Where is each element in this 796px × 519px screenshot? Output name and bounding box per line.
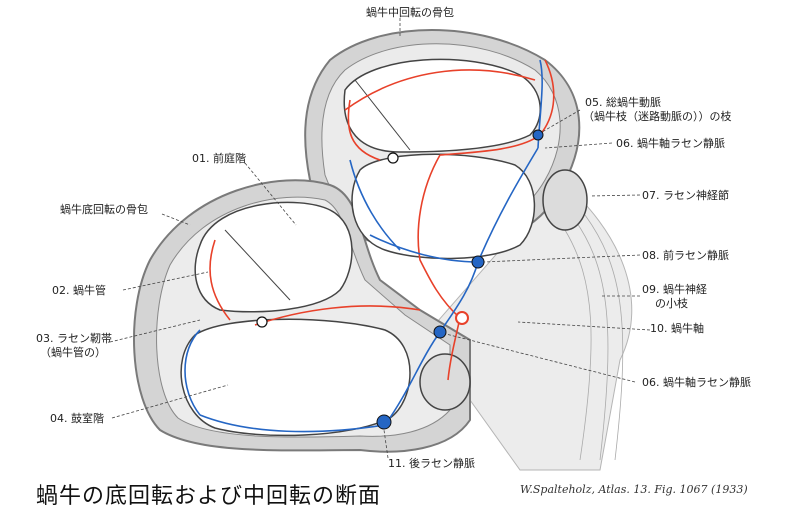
label-spiral-ganglion: 07. ラセン神経節 <box>642 189 729 202</box>
vein-node-1 <box>532 129 544 141</box>
label-spiral-ligament-line2: （蝸牛管の） <box>40 346 106 359</box>
vein-node-3 <box>433 325 447 339</box>
label-nerve-line1: 09. 蝸牛神経 <box>642 283 707 296</box>
label-mid-turn-capsule: 蝸牛中回転の骨包 <box>366 6 454 19</box>
middle-scala-tympani <box>351 153 536 260</box>
basal-scala-tympani <box>180 318 411 437</box>
membrane-node-1 <box>387 152 399 164</box>
label-artery-line2: （蝸牛枝（迷路動脈の））の枝 <box>583 110 732 123</box>
leader-lines <box>109 18 651 459</box>
label-anterior-spiral-vein: 08. 前ラセン静脈 <box>642 249 729 262</box>
figure-title: 蝸牛の底回転および中回転の断面 <box>36 484 382 509</box>
label-nerve-line2: の小枝 <box>655 297 688 310</box>
spiral-ganglion-basal <box>419 353 471 411</box>
artery-node-1 <box>455 311 469 325</box>
reissner-membrane-middle <box>354 79 411 151</box>
vein-node-2 <box>471 255 485 269</box>
artery-paths <box>209 59 555 381</box>
label-basal-turn-capsule: 蝸牛底回転の骨包 <box>60 203 148 216</box>
label-modiolus: 10. 蝸牛軸 <box>650 322 704 335</box>
modiolus-nerve-fan <box>429 179 633 471</box>
vein-node-4 <box>376 414 392 430</box>
label-posterior-spiral-vein: 11. 後ラセン静脈 <box>388 457 475 470</box>
label-modiolar-vein-top: 06. 蝸牛軸ラセン静脈 <box>616 137 725 150</box>
label-modiolar-vein-bottom: 06. 蝸牛軸ラセン静脈 <box>642 376 751 389</box>
spiral-ganglion-middle <box>542 169 588 231</box>
figure-credit: W.Spalteholz, Atlas. 13. Fig. 1067 (1933… <box>520 483 748 496</box>
label-artery-line1: 05. 総蝸牛動脈 <box>585 96 661 109</box>
reissner-membrane-basal <box>224 229 291 301</box>
label-cochlear-duct: 02. 蝸牛管 <box>52 284 106 297</box>
label-spiral-ligament-line1: 03. ラセン靭帯 <box>36 332 112 345</box>
nerve-fibers <box>564 214 624 461</box>
vein-paths <box>184 59 543 433</box>
label-scala-vestibuli: 01. 前庭階 <box>192 152 246 165</box>
membrane-node-2 <box>256 316 268 328</box>
label-scala-tympani: 04. 鼓室階 <box>50 412 104 425</box>
